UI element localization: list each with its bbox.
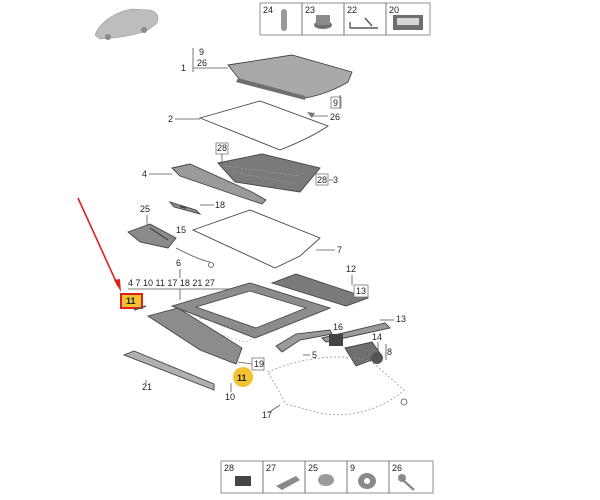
callout-26-right: 26 <box>330 112 340 122</box>
top-legend: 24 23 22 20 <box>259 2 431 36</box>
roof-opening-seal <box>191 209 321 269</box>
callout-13-right: 13 <box>396 314 406 324</box>
top-legend-label-20: 20 <box>389 5 399 15</box>
callout-21: 21 <box>142 382 152 392</box>
callout-9-top: 9 <box>199 47 204 57</box>
callout-box-9 <box>330 96 342 109</box>
callout-19: 19 <box>254 359 264 369</box>
grommet-icon <box>281 9 287 31</box>
clip-tool-icon <box>349 17 378 29</box>
callout-4: 4 <box>142 169 147 179</box>
callout-group-row: 4 7 10 11 17 18 21 27 <box>128 278 215 288</box>
slide-mechanism <box>275 329 333 353</box>
callout-2: 2 <box>168 114 173 124</box>
car-thumbnail-icon <box>94 8 159 40</box>
callout-25: 25 <box>140 204 150 214</box>
callout-12: 12 <box>346 264 356 274</box>
callout-15: 15 <box>176 225 186 235</box>
callout-13-top: 13 <box>356 286 366 296</box>
bottom-legend-label-25: 25 <box>308 463 318 473</box>
rear-drive-unit <box>127 223 177 249</box>
callout-16: 16 <box>333 322 343 332</box>
callout-9-right: 9 <box>333 98 338 108</box>
control-unit <box>329 334 343 346</box>
drain-hose-end <box>208 262 214 268</box>
rear-cross-bar <box>122 350 215 391</box>
roller-blind <box>146 307 243 365</box>
front-guide-rail <box>171 163 267 205</box>
callout-26-top: 26 <box>197 58 207 68</box>
drive-motor-cable <box>168 201 202 215</box>
callout-18: 18 <box>215 200 225 210</box>
highlight-box-11 <box>120 293 143 309</box>
red-arrow <box>77 197 121 292</box>
bottom-legend-label-28: 28 <box>224 463 234 473</box>
callout-box-28-b <box>315 173 329 186</box>
bottom-legend-label-26: 26 <box>392 463 402 473</box>
top-legend-label-23: 23 <box>305 5 315 15</box>
badge-11 <box>233 367 253 387</box>
callout-14: 14 <box>372 332 382 342</box>
foam-pad-icon <box>235 476 251 486</box>
bracket-icon <box>276 476 300 490</box>
callout-5: 5 <box>312 350 317 360</box>
headliner-outline <box>267 356 405 416</box>
sunroof-frame <box>170 282 332 343</box>
glass-seal <box>198 100 329 151</box>
callout-28-right: 28 <box>317 175 327 185</box>
bottom-legend-label-9: 9 <box>350 463 355 473</box>
screw-icon <box>398 474 415 491</box>
callout-28-top: 28 <box>217 143 227 153</box>
callout-box-13 <box>353 284 369 298</box>
callout-6: 6 <box>176 258 181 268</box>
callout-11-badge: 11 <box>237 373 247 383</box>
top-legend-label-22: 22 <box>347 5 357 15</box>
sunshade-panel <box>217 153 321 193</box>
callout-1: 1 <box>181 63 186 73</box>
wind-deflector <box>270 273 370 307</box>
top-legend-label-24: 24 <box>263 5 273 15</box>
sliding-glass-panel <box>227 54 353 100</box>
grommet-round-icon <box>318 474 334 486</box>
callout-7: 7 <box>337 245 342 255</box>
callout-3: 3 <box>333 175 338 185</box>
callout-8: 8 <box>387 347 392 357</box>
headliner-clip <box>400 398 408 406</box>
callout-11-highlight: 11 <box>126 296 136 306</box>
callout-17: 17 <box>262 410 272 420</box>
part-11-clip <box>133 305 147 311</box>
drive-motor <box>344 341 383 367</box>
bottom-legend-label-27: 27 <box>266 463 276 473</box>
callout-10: 10 <box>225 392 235 402</box>
bottom-legend: 28 27 25 9 26 <box>220 460 434 494</box>
